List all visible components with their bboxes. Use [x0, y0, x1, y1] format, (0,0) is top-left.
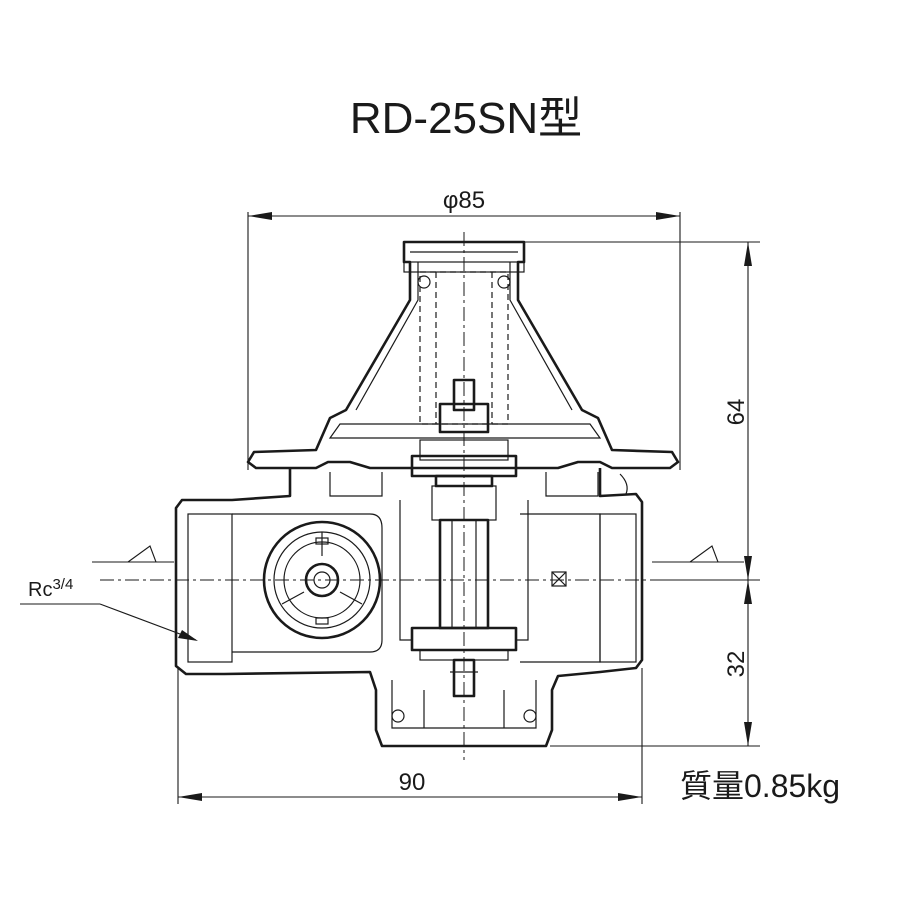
dimension-top-width: φ85	[247, 187, 681, 470]
bottom-width-label: 90	[399, 769, 426, 796]
height-lower-label: 32	[723, 651, 750, 678]
model-title: RD-25SN型	[350, 94, 582, 143]
dimension-right-height: 64 32	[514, 241, 760, 747]
mass-label: 質量0.85kg	[680, 768, 840, 804]
flow-inlet-marker	[92, 545, 174, 563]
port-callout: Rc3/4	[20, 576, 198, 641]
height-upper-label: 64	[723, 399, 750, 426]
top-width-label: φ85	[443, 187, 485, 214]
dimension-bottom-width: 90	[177, 668, 643, 804]
port-sup-label: 3/4	[52, 576, 73, 593]
svg-text:Rc3/4: Rc3/4	[28, 576, 73, 601]
valve-body	[174, 240, 680, 748]
port-main-label: Rc	[28, 579, 52, 601]
flow-outlet-marker	[652, 545, 744, 563]
